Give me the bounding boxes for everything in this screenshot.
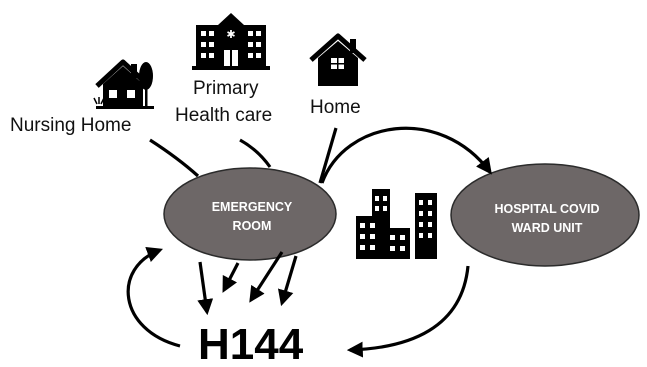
edge-home-to-er xyxy=(318,127,338,184)
home-label: Home xyxy=(310,97,361,118)
nursing-home-label: Nursing Home xyxy=(10,115,131,136)
primary-care-label-line2: Health care xyxy=(175,105,272,126)
hospital-ward-label-line2: WARD UNIT xyxy=(512,221,583,235)
emergency-room-node xyxy=(163,167,337,261)
house-icon xyxy=(309,33,367,86)
edge-er-to-h144-b xyxy=(222,262,240,293)
health-center-building-icon: ✱ xyxy=(192,13,270,70)
edge-er-to-hospital-ward xyxy=(320,126,492,184)
edge-er-to-h144-c xyxy=(249,251,284,303)
edge-er-to-h144-d xyxy=(277,255,298,307)
emergency-room-label-line2: ROOM xyxy=(233,219,272,233)
edge-h144-to-er xyxy=(126,247,181,348)
edge-nursing-home-to-er xyxy=(149,138,200,178)
h144-label: H144 xyxy=(198,320,304,367)
hospital-ward-label-line1: HOSPITAL COVID xyxy=(494,202,599,216)
city-buildings-icon xyxy=(356,189,437,259)
hospital-ward-node xyxy=(450,163,640,267)
svg-text:✱: ✱ xyxy=(226,28,235,41)
edge-er-to-h144-a xyxy=(197,261,214,316)
house-with-tree-icon xyxy=(93,59,154,109)
emergency-room-label-line1: EMERGENCY xyxy=(212,200,293,214)
edge-primary-care-to-er xyxy=(239,138,272,168)
primary-care-label-line1: Primary xyxy=(193,78,259,99)
edge-hospital-ward-to-h144 xyxy=(346,265,470,358)
